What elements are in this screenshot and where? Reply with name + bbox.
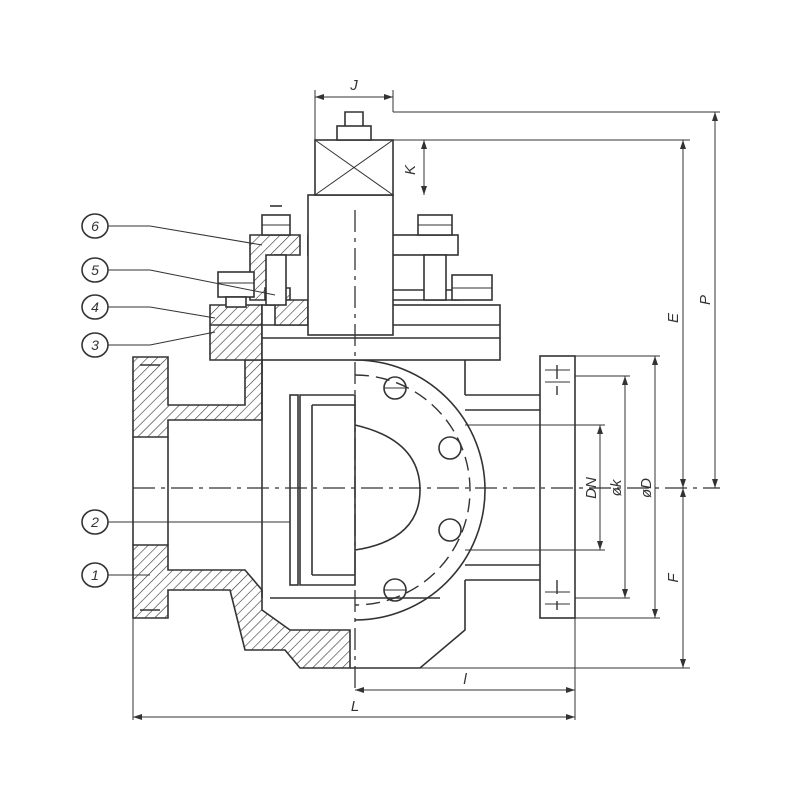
callout-5-number: 5: [91, 262, 99, 278]
callout-3-number: 3: [91, 337, 99, 353]
dimension-lines: [132, 90, 720, 720]
dim-label-e: E: [665, 312, 682, 323]
bolt-right-upper: [417, 214, 453, 301]
bolt-left-upper: [261, 205, 291, 306]
centre-lines: [133, 210, 720, 690]
dim-label-k: K: [402, 164, 419, 175]
callout-5: 5: [81, 257, 276, 296]
bolt-right-lower: [451, 274, 493, 301]
dim-label-f: F: [665, 573, 682, 583]
dim-label-k-diameter: øk: [608, 478, 625, 496]
body-right: [261, 339, 466, 669]
callout-1-number: 1: [91, 567, 99, 583]
plug: [289, 359, 486, 621]
dim-label-p: P: [697, 295, 714, 305]
callout-6-number: 6: [91, 218, 99, 234]
dimension-labels: J K E P F DN øk øD l L: [349, 77, 714, 715]
dim-label-dn: DN: [583, 477, 600, 499]
callout-1: 1: [81, 562, 150, 588]
stem: [307, 111, 394, 336]
callout-4-number: 4: [91, 299, 99, 315]
callout-4: 4: [81, 294, 216, 320]
callout-2-number: 2: [90, 514, 99, 530]
dim-label-j: J: [349, 77, 358, 94]
callout-6: 6: [81, 213, 263, 246]
right-flange: [465, 355, 576, 619]
callout-2: 2: [81, 509, 290, 535]
dim-label-d-diameter: øD: [638, 478, 655, 498]
dim-label-l-small: l: [463, 671, 467, 688]
callout-3: 3: [81, 331, 216, 358]
left-flange: [132, 356, 351, 669]
callouts: 6 5 4 3 2 1: [81, 213, 290, 588]
dim-label-l-large: L: [351, 698, 359, 715]
